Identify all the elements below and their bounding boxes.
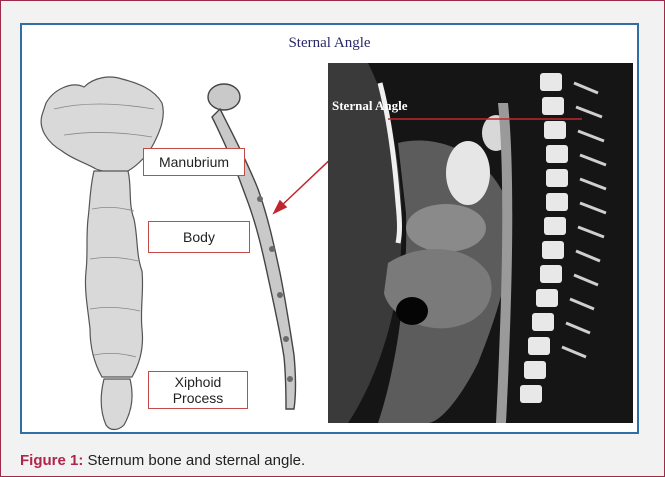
caption-text: Sternum bone and sternal angle. — [83, 452, 305, 469]
ct-sternal-angle-label: Sternal Angle — [332, 98, 407, 114]
xiphoid-label-line2: Process — [149, 390, 247, 406]
ct-scan-drawing — [328, 63, 633, 423]
figure-panel: Sternal Angle — [20, 23, 639, 434]
xiphoid-process-label: Xiphoid Process — [148, 371, 248, 409]
figure-title: Sternal Angle — [22, 35, 637, 52]
xiphoid-label-line1: Xiphoid — [149, 374, 247, 390]
figure-caption: Figure 1: Sternum bone and sternal angle… — [20, 452, 305, 469]
body-label: Body — [148, 221, 250, 253]
sternal-angle-arrow — [274, 137, 328, 213]
manubrium-label: Manubrium — [143, 148, 245, 176]
sternum-front-view — [41, 77, 163, 429]
ct-scan-image: Sternal Angle — [328, 63, 633, 423]
caption-label: Figure 1: — [20, 452, 83, 469]
